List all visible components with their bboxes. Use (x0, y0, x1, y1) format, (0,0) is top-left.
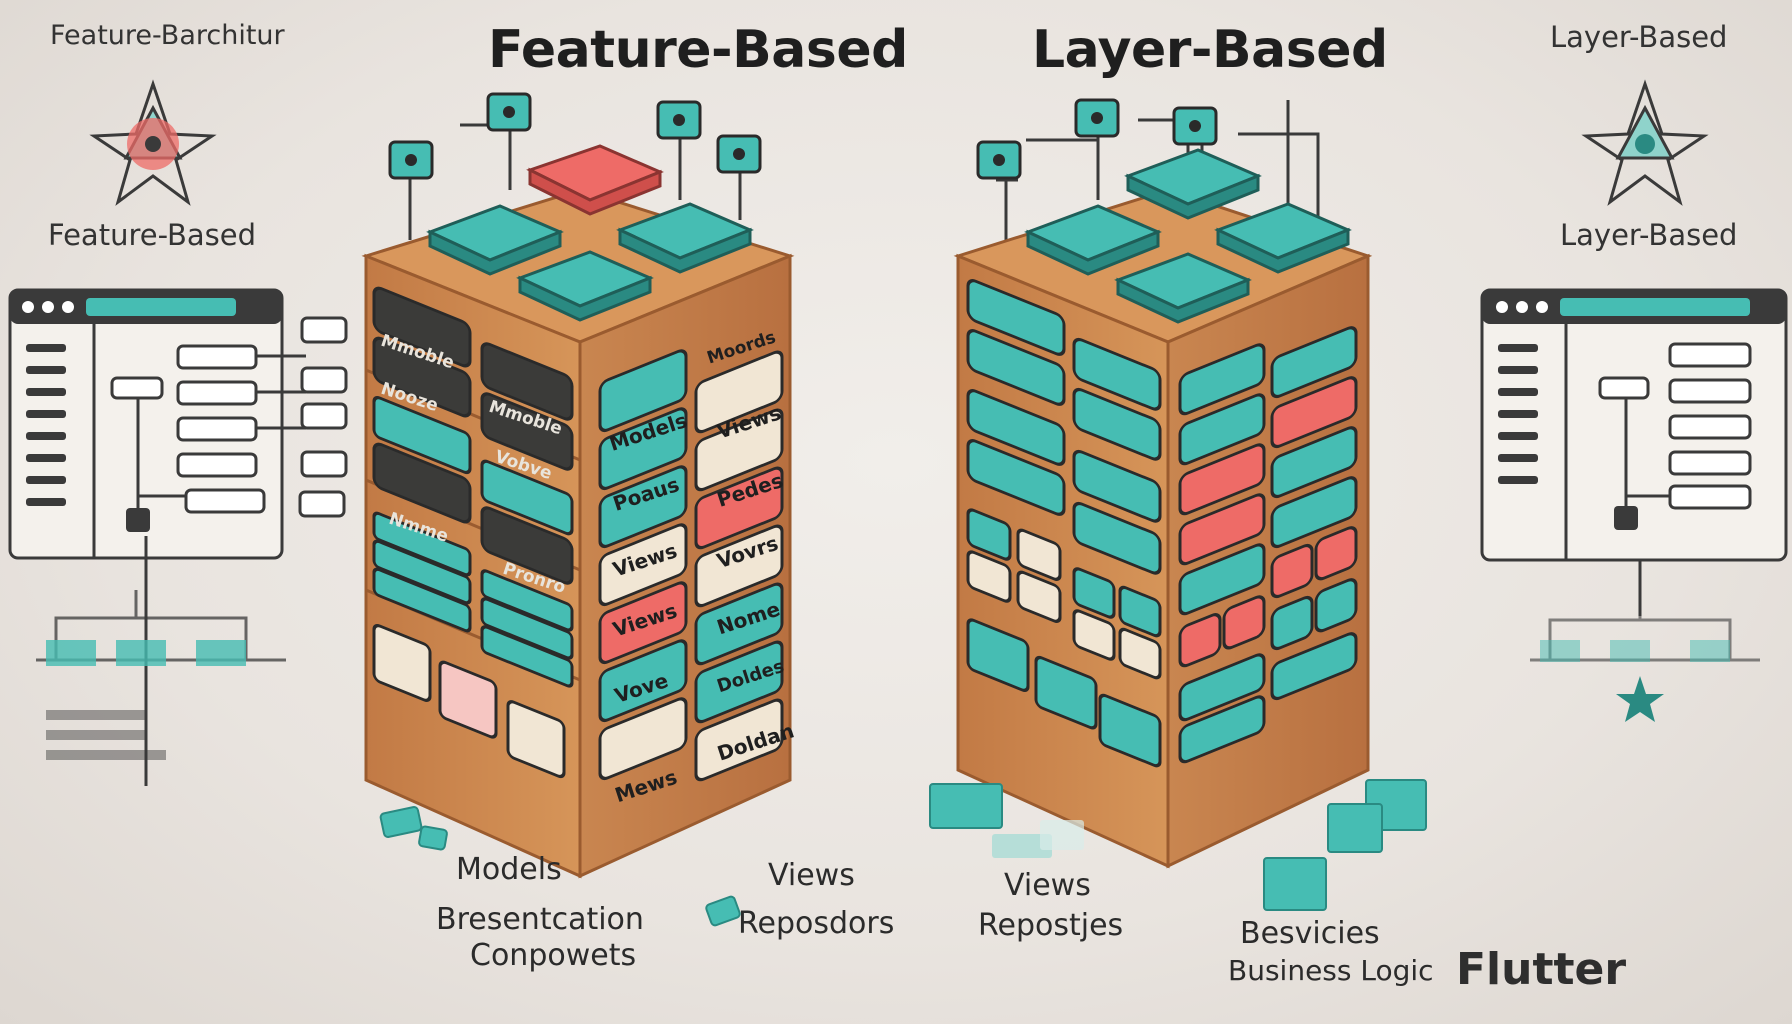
right-app-window-diagram (1480, 288, 1788, 616)
left-sub-label: Feature-Based (48, 218, 257, 252)
layer-based-title: Layer-Based (1032, 20, 1388, 80)
loose-cube-bottom (1263, 857, 1327, 911)
caption-components: Conpowets (470, 938, 637, 973)
caption-repositories-left: Reposdors (738, 906, 895, 941)
feature-based-title: Feature-Based (488, 20, 908, 80)
left-tree-diagram (36, 590, 286, 760)
loose-cubes-center (929, 783, 1084, 858)
caption-presentation: Bresentcation (436, 902, 644, 937)
right-top-label: Layer-Based (1550, 20, 1728, 54)
loose-cubes-left (379, 806, 448, 851)
caption-business-logic: Business Logic (1228, 954, 1434, 987)
left-top-label: Feature-Barchitur (50, 20, 285, 51)
caption-models: Models (456, 852, 562, 887)
layer-stack-illustration (953, 98, 1373, 869)
caption-repositories-right: Repostjes (978, 908, 1124, 943)
atom-star-icon (89, 79, 217, 206)
right-tree-diagram (1530, 600, 1760, 722)
floating-cube (388, 92, 762, 180)
atom-star-icon (1581, 79, 1709, 206)
right-sub-label: Layer-Based (1560, 218, 1738, 252)
caption-views-left: Views (768, 858, 855, 893)
feature-stack-illustration (361, 92, 795, 879)
caption-views-right: Views (1004, 868, 1091, 903)
loose-cubes-right (1327, 779, 1427, 853)
left-app-window-diagram (8, 288, 348, 786)
flutter-label: Flutter (1456, 944, 1627, 995)
caption-services: Besvicies (1240, 916, 1380, 951)
loose-cube-mid (705, 895, 741, 927)
